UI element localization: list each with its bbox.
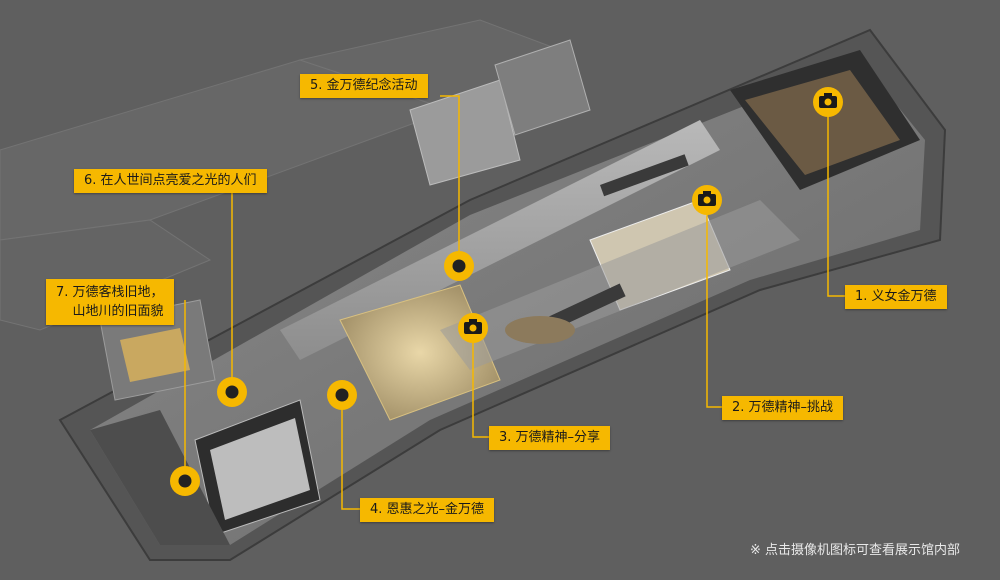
hotspot-ring-icon <box>178 474 192 488</box>
label-4-light-of-grace[interactable]: 4. 恩惠之光–金万德 <box>360 498 495 522</box>
hotspot-ring-icon <box>452 259 466 273</box>
hotspot-2-camera[interactable] <box>692 185 722 215</box>
camera-icon <box>698 191 716 206</box>
hotspot-1-camera[interactable] <box>813 87 843 117</box>
label-5-memorial-activities[interactable]: 5. 金万德纪念活动 <box>300 74 428 98</box>
label-1-adopted-daughter[interactable]: 1. 义女金万德 <box>845 285 947 309</box>
label-3-spirit-sharing[interactable]: 3. 万德精神–分享 <box>489 426 611 450</box>
label-2-spirit-challenge[interactable]: 2. 万德精神–挑战 <box>722 396 844 420</box>
camera-hint-note: ※ 点击摄像机图标可查看展示馆内部 <box>749 543 960 558</box>
main-building <box>58 28 947 561</box>
hotspot-ring-icon <box>225 385 239 399</box>
hotspot-4-ring[interactable] <box>327 380 357 410</box>
camera-icon <box>464 319 482 334</box>
hotspot-ring-icon <box>335 388 349 402</box>
label-7-line-1: 7. 万德客栈旧地， <box>56 285 164 300</box>
camera-icon <box>819 93 837 108</box>
label-7-line-2: 山地川的旧面貌 <box>72 304 164 319</box>
label-7-former-inn-site[interactable]: 7. 万德客栈旧地， 山地川的旧面貌 <box>46 279 174 325</box>
hotspot-6-ring[interactable] <box>217 377 247 407</box>
hotspot-5-ring[interactable] <box>444 251 474 281</box>
label-6-people-lighting-love[interactable]: 6. 在人世间点亮爱之光的人们 <box>74 169 267 193</box>
hotspot-7-ring[interactable] <box>170 466 200 496</box>
hotspot-3-camera[interactable] <box>458 313 488 343</box>
